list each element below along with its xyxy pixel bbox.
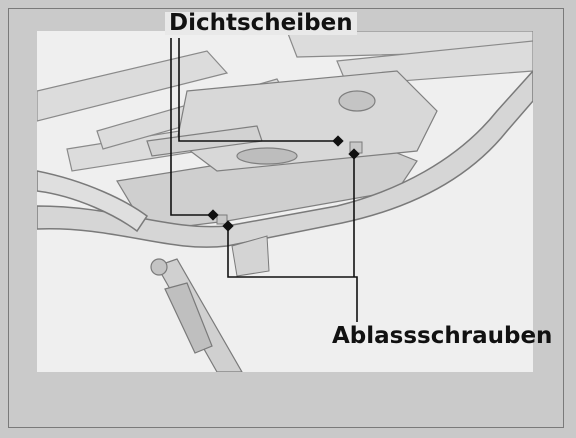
engine-underside-illustration (37, 31, 533, 372)
marker-diamond (348, 148, 360, 160)
engine-detail (338, 90, 376, 112)
engine-drawing (37, 31, 533, 372)
marker-diamond (207, 209, 219, 221)
leader-dichtscheiben-2 (178, 38, 338, 142)
guard-tube (37, 69, 533, 248)
engine-detail (236, 147, 298, 165)
marker-diamond (222, 220, 234, 232)
leader-dichtscheiben-1 (170, 38, 213, 216)
stand-pivot (150, 258, 168, 276)
leader-ablassschrauben-1 (227, 226, 358, 322)
bracket (231, 235, 270, 277)
guard-tube (37, 170, 149, 233)
label-ablassschrauben: Ablassschrauben (332, 323, 553, 349)
drain-bolt-front (216, 214, 228, 225)
label-dichtscheiben: Dichtscheiben (165, 12, 357, 35)
stand-spring (164, 282, 213, 354)
marker-diamond (332, 135, 344, 147)
